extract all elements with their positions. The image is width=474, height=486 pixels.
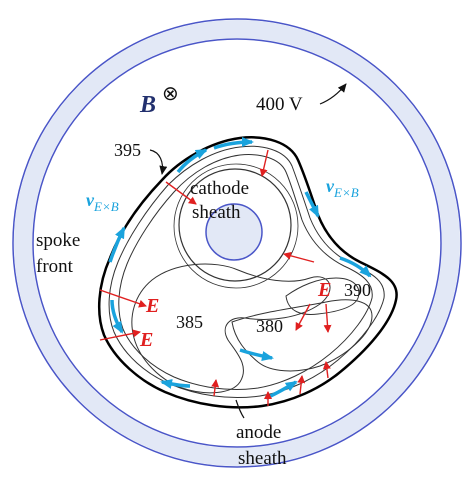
efield-arrow-380-right [323, 303, 332, 333]
leader-400v [319, 83, 347, 105]
e-field-label-left: E [145, 295, 159, 317]
cathode-sheath-label-2: sheath [192, 202, 241, 223]
drift-arrow-top-left [176, 148, 208, 174]
ring-band [14, 20, 460, 466]
potential-380-label: 380 [256, 316, 283, 336]
contour-line-2 [118, 154, 373, 390]
leader-395 [149, 149, 168, 175]
spoke-front-label-2: front [36, 256, 74, 277]
vexb-left-sub: E×B [93, 199, 119, 214]
leader-anode-sheath [235, 399, 245, 419]
e-field-label-lower-left: E [139, 329, 153, 351]
contour-385 [131, 263, 331, 394]
drift-arrow-bottom-left [160, 379, 191, 389]
efield-arrow-right [283, 251, 315, 263]
potential-400-label: 400 V [256, 94, 303, 115]
efield-arrow-cathode [165, 181, 197, 205]
potential-385-label: 385 [176, 312, 203, 332]
potential-390-label: 390 [344, 280, 371, 300]
drift-arrow-top [213, 137, 254, 150]
efield-arrow-380-left [295, 303, 311, 331]
efield-arrow-top-right [259, 149, 269, 177]
efield-arrow-bottom-1 [211, 379, 220, 397]
vexb-right-sub: E×B [333, 185, 359, 200]
potential-395-label: 395 [114, 140, 141, 160]
b-field-label: B [139, 92, 156, 118]
inner-ring [32, 38, 442, 448]
anode-sheath-label-1: anode [236, 422, 281, 443]
drift-arrow-right-upper [304, 191, 320, 218]
vexb-left-v: v [86, 190, 95, 210]
drift-arrow-left-lower [110, 299, 124, 334]
efield-arrow-bottom-4 [322, 361, 331, 379]
drift-arrow-right-lower [339, 256, 372, 278]
vexb-label-left: vE×B [86, 190, 119, 214]
efield-arrow-bottom-3 [297, 375, 306, 395]
cathode-inner [205, 203, 263, 261]
efield-arrow-left-lower [99, 329, 141, 341]
e-field-label-right: E [317, 279, 331, 301]
outer-ring [12, 18, 462, 468]
efield-arrow-left-upper [99, 289, 147, 308]
anode-sheath-label-2: sheath [238, 448, 287, 469]
drift-arrow-left [108, 226, 126, 263]
spoke-front-label-1: spoke [36, 230, 80, 251]
drift-arrow-bottom-center [239, 348, 274, 361]
b-field-symbol-icon: ⊗ [162, 83, 179, 105]
contour-380 [231, 299, 373, 372]
cathode-contour [173, 163, 299, 289]
cathode-sheath-label-1: cathode [190, 178, 249, 199]
vexb-label-right: vE×B [326, 176, 359, 200]
vexb-right-v: v [326, 176, 335, 196]
